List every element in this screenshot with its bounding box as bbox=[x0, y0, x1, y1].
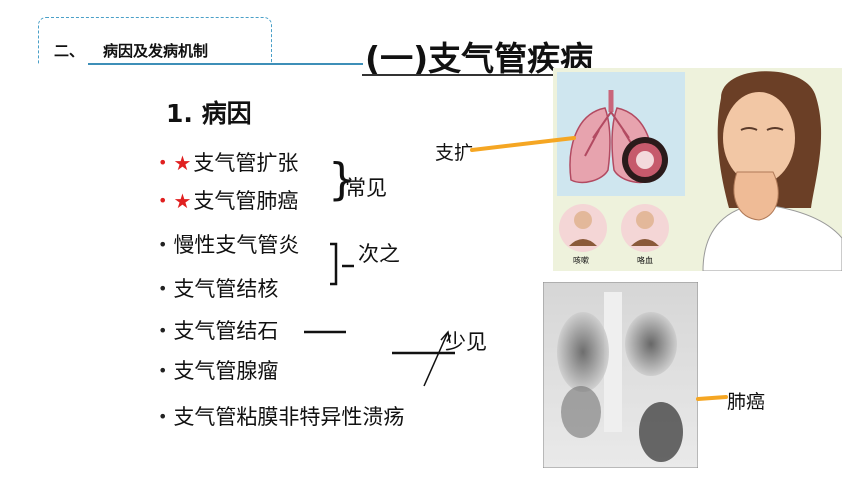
star-icon: ★ bbox=[173, 189, 192, 213]
cause-label: 支气管结石 bbox=[173, 319, 279, 343]
caption-cough: 咳嗽 bbox=[573, 256, 589, 265]
cause-label: 支气管粘膜非特异性溃疡 bbox=[173, 405, 405, 429]
brace-common: } bbox=[328, 154, 356, 205]
cause-item: • 支气管粘膜非特异性溃疡 bbox=[158, 404, 404, 430]
bullet: • bbox=[158, 235, 168, 254]
header-underline bbox=[88, 63, 363, 65]
cause-label: 慢性支气管炎 bbox=[173, 233, 300, 257]
cause-item: • 慢性支气管炎 bbox=[158, 232, 299, 258]
title-underline bbox=[362, 74, 600, 76]
section-header-frame bbox=[38, 17, 272, 64]
bullet: • bbox=[158, 279, 168, 298]
cause-item: • ★ 支气管肺癌 bbox=[158, 188, 298, 214]
section-number: 二、 bbox=[54, 42, 85, 60]
cause-item: • 支气管结核 bbox=[158, 276, 278, 302]
pointer-arrow bbox=[470, 136, 576, 152]
cause-item: • 支气管结石 bbox=[158, 318, 278, 344]
group-label-secondary: 次之 bbox=[358, 242, 400, 266]
pointer-arrow bbox=[696, 395, 728, 401]
bracket-secondary bbox=[330, 242, 354, 286]
cause-label: 支气管结核 bbox=[173, 277, 279, 301]
label-bronchiectasis: 支扩 bbox=[435, 142, 474, 164]
rare-connector bbox=[304, 330, 455, 387]
group-label-common: 常见 bbox=[345, 176, 387, 200]
cause-label: 支气管肺癌 bbox=[193, 189, 299, 213]
cause-item: • 支气管腺瘤 bbox=[158, 358, 278, 384]
caption-hemoptysis: 咯血 bbox=[637, 256, 653, 265]
subheading-etiology: 1. 病因 bbox=[166, 99, 252, 128]
star-icon: ★ bbox=[173, 151, 192, 175]
group-label-rare: 少见 bbox=[445, 330, 487, 354]
bronchiectasis-illustration: 咳嗽 咯血 bbox=[553, 68, 842, 271]
coughing-patient-illustration bbox=[553, 68, 842, 271]
cause-label: 支气管扩张 bbox=[193, 151, 299, 175]
bullet: • bbox=[158, 153, 168, 172]
section-title: 病因及发病机制 bbox=[103, 42, 209, 60]
bullet: • bbox=[158, 361, 168, 380]
bullet: • bbox=[158, 191, 168, 210]
cause-label: 支气管腺瘤 bbox=[173, 359, 279, 383]
label-lung-cancer: 肺癌 bbox=[727, 391, 766, 413]
chest-xray-image bbox=[543, 282, 698, 468]
bullet: • bbox=[158, 407, 168, 426]
bullet: • bbox=[158, 321, 168, 340]
cause-item: • ★ 支气管扩张 bbox=[158, 150, 298, 176]
